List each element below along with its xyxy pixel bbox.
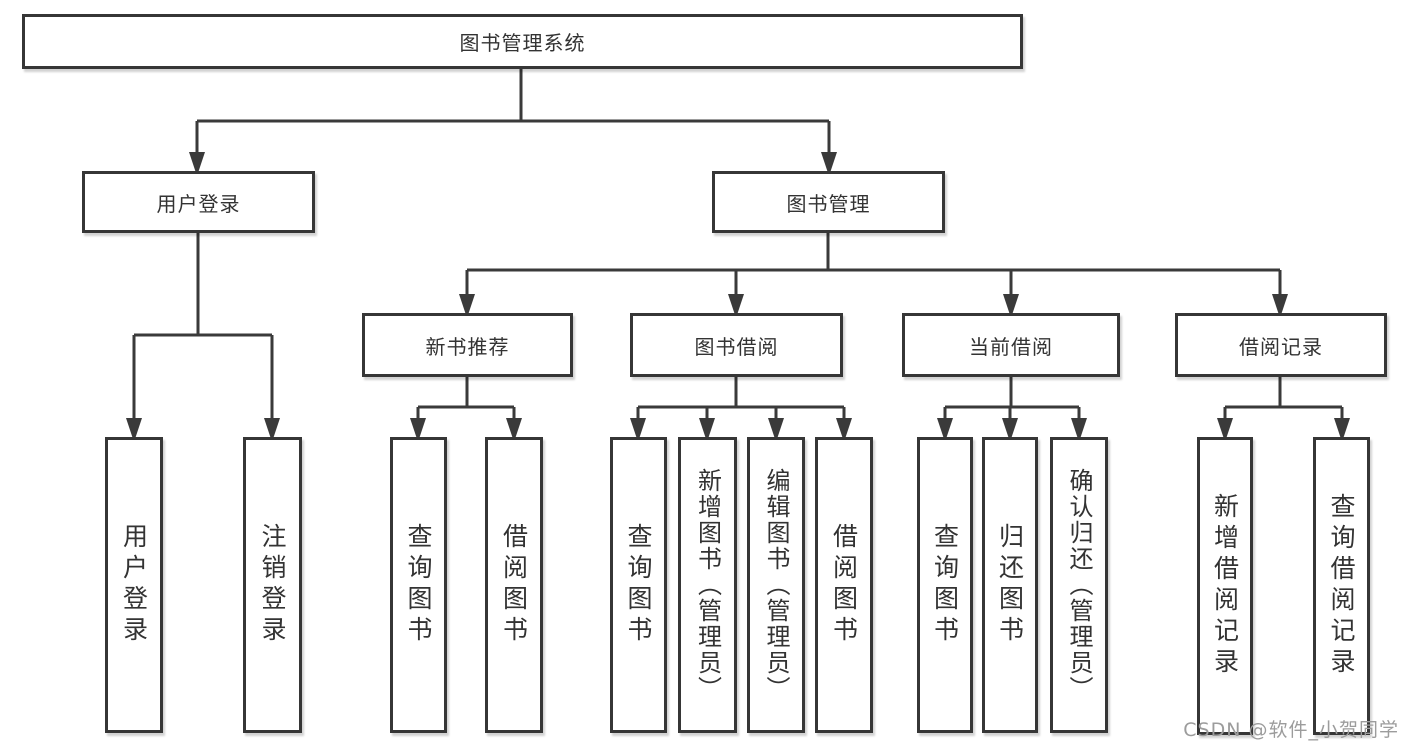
- arrowhead: [836, 418, 852, 442]
- leaf-query-book-3: 查询图书: [917, 437, 973, 733]
- leaf-confirm-return-admin-label: 确认归还（管理员）: [1065, 468, 1093, 702]
- node-user-login-label: 用户登录: [156, 191, 241, 216]
- arrowhead: [410, 418, 426, 442]
- arrowhead: [1272, 294, 1288, 318]
- connector-book-manage: [465, 233, 1282, 296]
- leaf-confirm-return-admin: 确认归还（管理员）: [1050, 437, 1108, 733]
- arrowhead: [1071, 418, 1087, 442]
- node-new-book-recommend-label: 新书推荐: [425, 334, 510, 359]
- leaf-query-book-1: 查询图书: [390, 437, 447, 733]
- leaf-query-book-3-label: 查询图书: [930, 523, 960, 647]
- node-book-manage: 图书管理: [712, 171, 945, 233]
- node-book-borrow: 图书借阅: [630, 313, 843, 377]
- csdn-watermark: CSDN @软件_小贺同学: [1183, 719, 1399, 741]
- arrowhead: [1334, 418, 1350, 442]
- connector-book-borrow: [636, 377, 846, 420]
- node-current-borrow: 当前借阅: [902, 313, 1120, 377]
- leaf-query-book-1-label: 查询图书: [404, 523, 433, 647]
- leaf-return-book-label: 归还图书: [995, 523, 1025, 647]
- arrowhead: [699, 418, 715, 442]
- leaf-query-book-2-label: 查询图书: [624, 523, 653, 647]
- arrowhead: [728, 294, 744, 318]
- arrowhead: [768, 418, 784, 442]
- leaf-borrow-book-1-label: 借阅图书: [499, 523, 529, 647]
- node-book-manage-label: 图书管理: [786, 191, 871, 216]
- leaf-borrow-book-2: 借阅图书: [815, 437, 873, 733]
- node-current-borrow-label: 当前借阅: [969, 334, 1053, 359]
- connector-current-borrow: [943, 377, 1081, 420]
- leaf-user-login: 用户登录: [105, 437, 163, 733]
- node-book-borrow-label: 图书借阅: [694, 334, 779, 359]
- connector-root: [195, 68, 831, 154]
- arrowhead: [1002, 418, 1018, 442]
- node-borrow-record: 借阅记录: [1175, 313, 1387, 377]
- leaf-add-book-admin-label: 新增图书（管理员）: [693, 468, 722, 702]
- arrowhead: [937, 418, 953, 442]
- connector-borrow-record: [1223, 377, 1344, 420]
- leaf-query-book-2: 查询图书: [610, 437, 667, 733]
- arrowhead: [459, 294, 475, 318]
- arrowhead: [1217, 418, 1233, 442]
- leaf-borrow-book-1: 借阅图书: [485, 437, 543, 733]
- leaf-return-book: 归还图书: [982, 437, 1038, 733]
- arrowhead: [126, 418, 142, 442]
- arrowhead: [189, 152, 205, 176]
- node-user-login: 用户登录: [82, 171, 315, 233]
- arrowhead: [821, 152, 837, 176]
- arrowhead: [264, 418, 280, 442]
- leaf-edit-book-admin-label: 编辑图书（管理员）: [762, 468, 790, 702]
- leaf-add-borrow-record-label: 新增借阅记录: [1210, 493, 1240, 679]
- leaf-edit-book-admin: 编辑图书（管理员）: [747, 437, 805, 733]
- arrowhead: [1003, 294, 1019, 318]
- arrowhead: [506, 418, 522, 442]
- leaf-user-login-label: 用户登录: [119, 523, 149, 647]
- leaf-query-borrow-record: 查询借阅记录: [1313, 437, 1370, 735]
- connector-user-login: [132, 233, 274, 420]
- leaf-add-borrow-record: 新增借阅记录: [1197, 437, 1253, 735]
- node-borrow-record-label: 借阅记录: [1239, 334, 1323, 359]
- leaf-borrow-book-2-label: 借阅图书: [829, 523, 859, 647]
- leaf-logout-label: 注销登录: [258, 523, 287, 647]
- node-root-label: 图书管理系统: [459, 31, 586, 55]
- node-root: 图书管理系统: [22, 14, 1023, 69]
- leaf-query-borrow-record-label: 查询借阅记录: [1327, 493, 1356, 679]
- node-new-book-recommend: 新书推荐: [362, 313, 573, 377]
- leaf-add-book-admin: 新增图书（管理员）: [678, 437, 737, 733]
- arrowhead: [630, 418, 646, 442]
- leaf-logout: 注销登录: [243, 437, 302, 733]
- connector-new-book: [416, 377, 516, 420]
